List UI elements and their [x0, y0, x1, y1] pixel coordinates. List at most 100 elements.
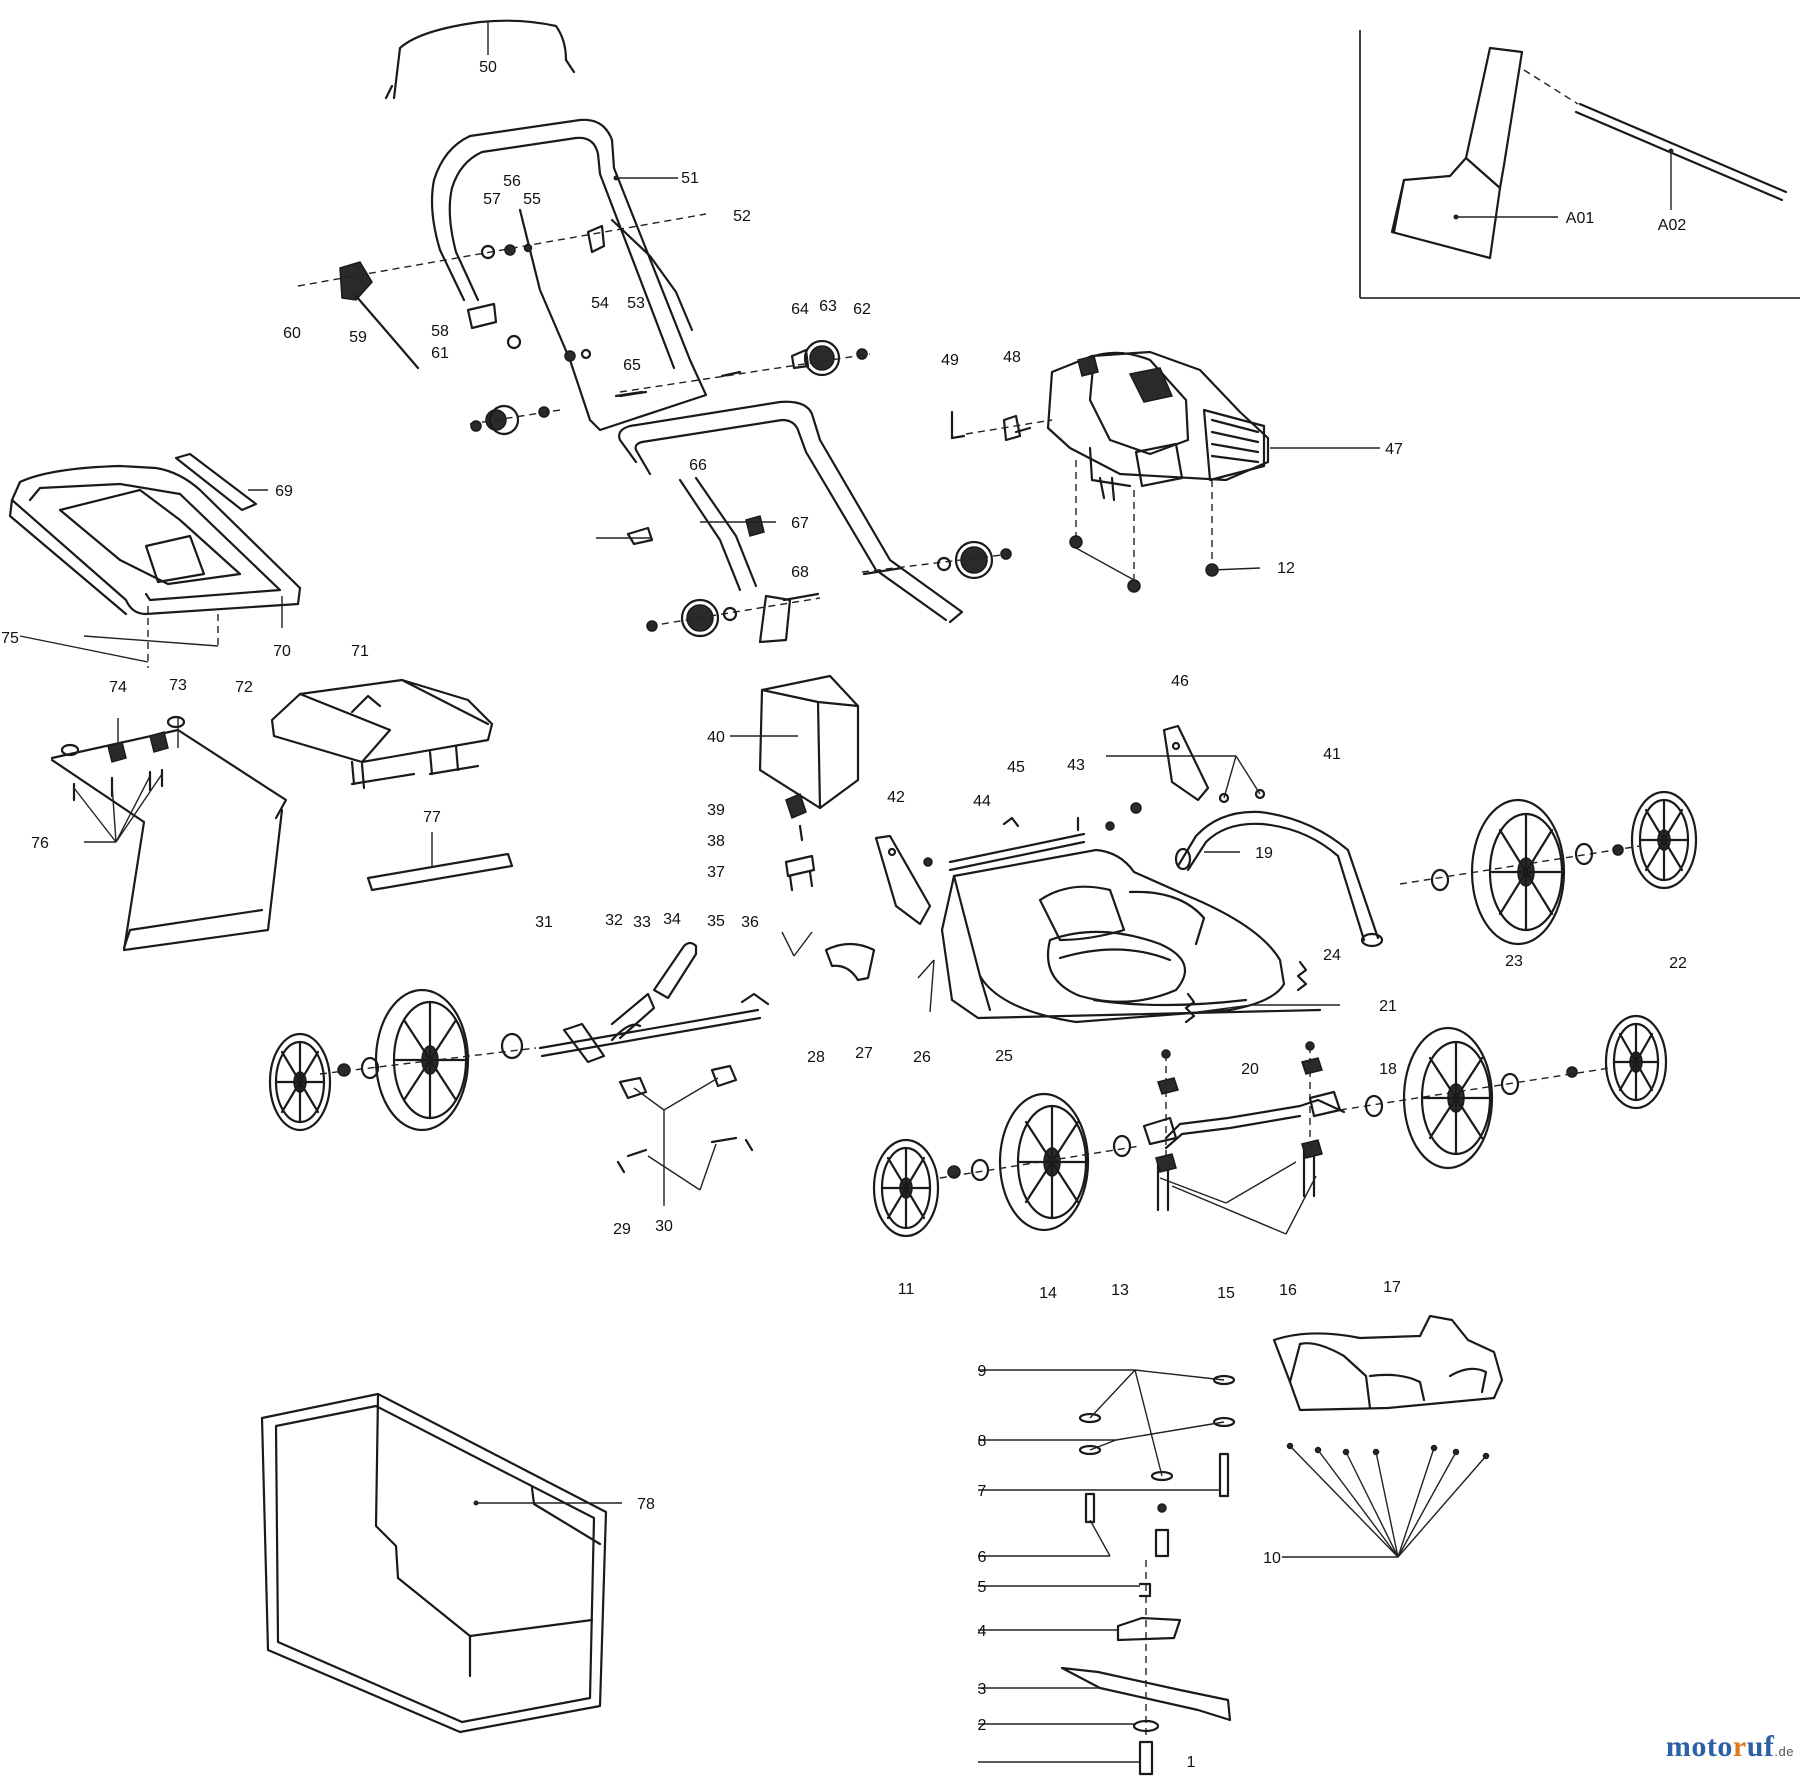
- part-27-height-sector: [824, 942, 876, 982]
- label-54: 54: [591, 295, 609, 312]
- label-56: 56: [503, 173, 521, 190]
- label-30: 30: [655, 1218, 673, 1235]
- part-22-hub-cap-left: [268, 1032, 332, 1132]
- label-1: 1: [1187, 1754, 1196, 1771]
- part-20-front-axle: [1142, 1090, 1346, 1150]
- part-47-engine: [1046, 350, 1380, 502]
- part-78-grass-catcher-bag: [260, 1392, 608, 1734]
- label-70: 70: [273, 643, 291, 660]
- label-67: 67: [791, 515, 809, 532]
- misc-leader-lines: [596, 521, 1340, 1206]
- part-69-handle-strip: [174, 452, 258, 512]
- label-58: 58: [431, 323, 449, 340]
- label-51: 51: [681, 170, 699, 187]
- label-55: 55: [523, 191, 541, 208]
- label-29: 29: [613, 1221, 631, 1238]
- label-6: 6: [978, 1549, 987, 1566]
- brand-watermark: motoruf.de: [1666, 1730, 1794, 1764]
- label-37: 37: [707, 864, 725, 881]
- label-60: 60: [283, 325, 301, 342]
- label-53: 53: [627, 295, 645, 312]
- part-11-hub-cap-front-left: [872, 1138, 940, 1238]
- part-40-rear-flap: [758, 674, 860, 810]
- parts-15-16-18-19-hardware: [1155, 1041, 1323, 1212]
- label-9: 9: [978, 1363, 987, 1380]
- label-77: 77: [423, 809, 441, 826]
- part-11-hub-cap-front-right: [1604, 1014, 1668, 1110]
- label-43: 43: [1067, 757, 1085, 774]
- part-25-mower-deck: [940, 848, 1322, 1024]
- part-10-screws: [1286, 1442, 1490, 1460]
- label-62: 62: [853, 301, 871, 318]
- part-14-front-wheel-left: [998, 1092, 1090, 1232]
- label-18: 18: [1379, 1061, 1397, 1078]
- part-70-grass-box-cover: [8, 464, 302, 616]
- label-49: 49: [941, 352, 959, 369]
- label-61: 61: [431, 345, 449, 362]
- label-74: 74: [109, 679, 127, 696]
- label-71: 71: [351, 643, 369, 660]
- label-73: 73: [169, 677, 187, 694]
- part-72-grass-box-frame: [50, 728, 288, 952]
- brand-tld: .de: [1774, 1744, 1794, 1759]
- label-59: 59: [349, 329, 367, 346]
- label-10: 10: [1263, 1550, 1281, 1567]
- part-44-axle-rod: [948, 832, 1086, 872]
- label-23: 23: [1505, 953, 1523, 970]
- label-27: 27: [855, 1045, 873, 1062]
- label-8: 8: [978, 1433, 987, 1450]
- label-12: 12: [1277, 560, 1295, 577]
- label-4: 4: [978, 1623, 987, 1640]
- label-22: 22: [1669, 955, 1687, 972]
- small-fasteners-upper: [466, 218, 868, 436]
- part-77-rear-bar: [366, 852, 514, 892]
- inset-accessory-box: [1359, 30, 1800, 299]
- label-63: 63: [819, 298, 837, 315]
- label-46: 46: [1171, 673, 1189, 690]
- blade-hardware-stack: [1060, 1374, 1236, 1776]
- label-28: 28: [807, 1049, 825, 1066]
- label-65: 65: [623, 357, 641, 374]
- part-a01-adapter: [1390, 46, 1524, 260]
- brand-text-part3: uf: [1746, 1730, 1775, 1763]
- label-32: 32: [605, 912, 623, 929]
- part-17-front-guard: [1272, 1314, 1504, 1412]
- label-72: 72: [235, 679, 253, 696]
- parts-48-49-engine-mount: [950, 410, 1032, 442]
- part-32-lever-assembly: [562, 992, 656, 1064]
- label-34: 34: [663, 911, 681, 928]
- part-a02-rod: [1574, 102, 1788, 202]
- part-21-springs: [1184, 960, 1308, 1024]
- label-33: 33: [633, 914, 651, 931]
- label-45: 45: [1007, 759, 1025, 776]
- part-42-left-bracket: [874, 834, 932, 926]
- lower-handle-fasteners: [626, 515, 1012, 638]
- label-68: 68: [791, 564, 809, 581]
- parts-43-45-26-small: [923, 788, 1266, 867]
- part-number-labels: 1 2 3 4 5 6 7 8 9 10 11 12 13 14 15 16 1…: [1, 59, 1687, 1771]
- label-40: 40: [707, 729, 725, 746]
- rear-left-bearings: [337, 1032, 524, 1080]
- label-38: 38: [707, 833, 725, 850]
- part-71-grass-box-frame-cover: [270, 678, 494, 790]
- label-5: 5: [978, 1579, 987, 1596]
- part-34-grip: [652, 941, 698, 1000]
- label-19: 19: [1255, 845, 1273, 862]
- label-26: 26: [913, 1049, 931, 1066]
- label-42: 42: [887, 789, 905, 806]
- label-39: 39: [707, 802, 725, 819]
- label-21: 21: [1379, 998, 1397, 1015]
- label-76: 76: [31, 835, 49, 852]
- label-31: 31: [535, 914, 553, 931]
- part-23-rear-wheel-right: [1470, 798, 1566, 946]
- label-47: 47: [1385, 441, 1403, 458]
- label-75: 75: [1, 630, 19, 647]
- part-46-right-bracket: [1162, 724, 1210, 802]
- label-3: 3: [978, 1681, 987, 1698]
- part-22-hub-cap-right: [1630, 790, 1698, 890]
- label-41: 41: [1323, 746, 1341, 763]
- part-59-control-lever: [339, 261, 420, 370]
- label-52: 52: [733, 208, 751, 225]
